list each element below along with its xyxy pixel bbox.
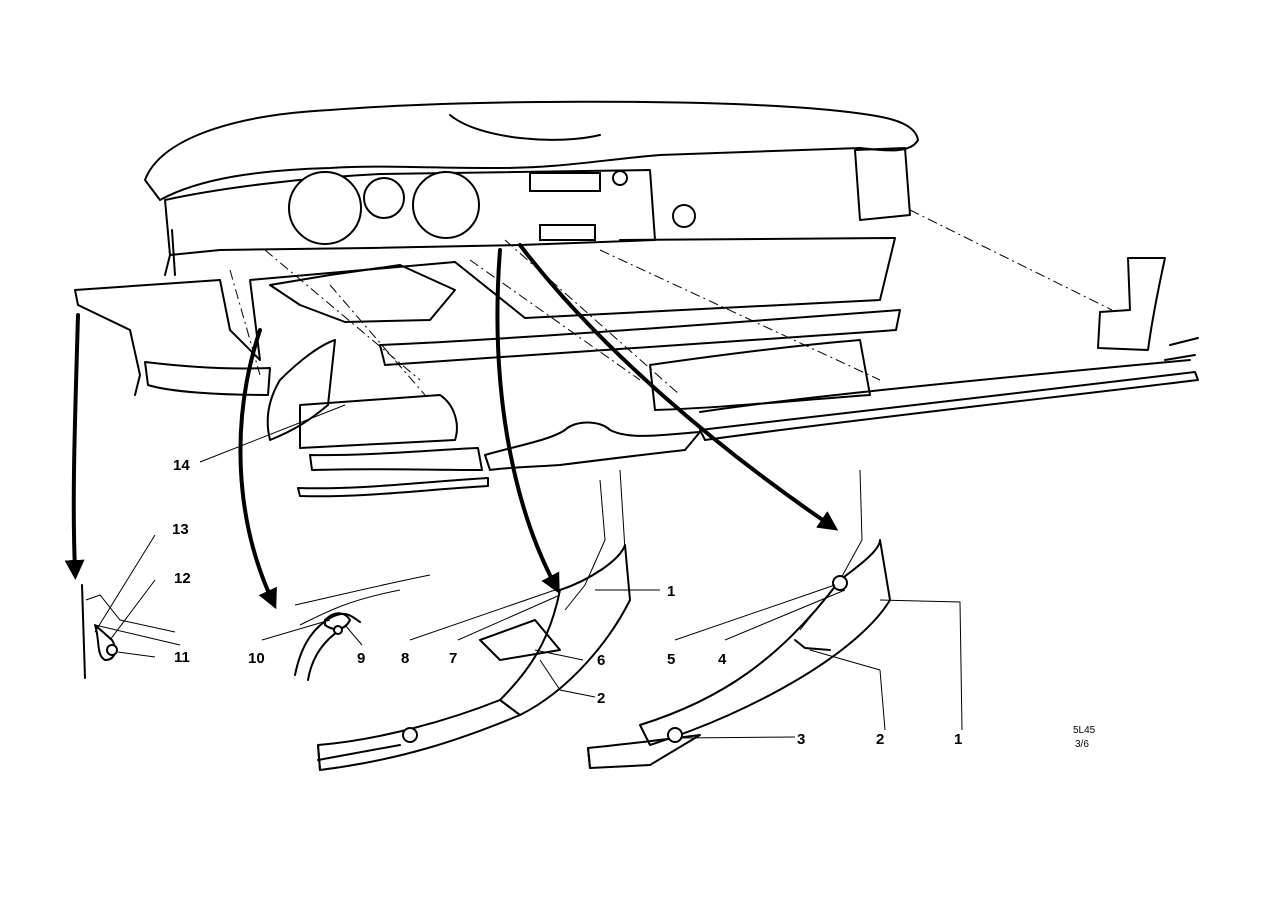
trim-rail-long: [699, 371, 1199, 441]
padded-panel-right: [649, 339, 871, 411]
callout-14: 14: [173, 457, 190, 474]
callout-6: 6: [597, 652, 605, 669]
callout-7: 7: [449, 650, 457, 667]
detail-view-9-10: [294, 574, 431, 681]
detail-view-sill-left: [317, 469, 631, 771]
callout-8: 8: [401, 650, 409, 667]
dashboard-top-pad: [144, 100, 919, 201]
reference-code-line2: 3/6: [1075, 739, 1089, 750]
callouts: 14 13 12 11 10 9 8 7 6 1 2 5 4 3 2 1: [172, 457, 962, 748]
callout-9: 9: [357, 650, 365, 667]
gauge-center: [363, 177, 405, 219]
callout-1-right: 1: [954, 731, 962, 748]
callout-5: 5: [667, 651, 675, 668]
callout-1-left: 1: [667, 583, 675, 600]
assembly-lines: [229, 209, 1113, 396]
detail-view-11-13: [81, 584, 181, 679]
trim-rail-lower: [297, 477, 489, 498]
trim-strip-middle: [379, 309, 901, 366]
callout-4: 4: [718, 651, 727, 668]
leader-lines: [94, 404, 963, 739]
glovebox-slot: [539, 224, 596, 241]
parcel-tray: [74, 237, 896, 361]
callout-2-left: 2: [597, 690, 605, 707]
callout-3: 3: [797, 731, 805, 748]
reference-code-line1: 5L45: [1073, 725, 1096, 736]
dashboard-assembly: [74, 100, 1199, 498]
trim-rail-upper: [309, 447, 483, 471]
callout-10: 10: [248, 650, 265, 667]
reference-code: 5L45 3/6: [1073, 725, 1096, 750]
lower-console: [484, 421, 701, 471]
detail-arrows: [64, 243, 839, 610]
detail-view-sill-right: [587, 469, 891, 769]
console-cover: [269, 264, 456, 323]
gauge-right: [412, 171, 480, 239]
callout-13: 13: [172, 521, 189, 538]
callout-11: 11: [174, 649, 190, 666]
radio-slot: [529, 172, 601, 192]
callout-2-right: 2: [876, 731, 884, 748]
knob: [672, 204, 696, 228]
side-panel-left: [266, 339, 336, 441]
knee-pad-left: [144, 361, 271, 396]
callout-12: 12: [174, 570, 191, 587]
gauge-left: [288, 171, 362, 245]
glovebox-cover: [299, 394, 458, 449]
corner-piece-right: [1097, 257, 1166, 351]
side-bracket: [854, 147, 911, 221]
